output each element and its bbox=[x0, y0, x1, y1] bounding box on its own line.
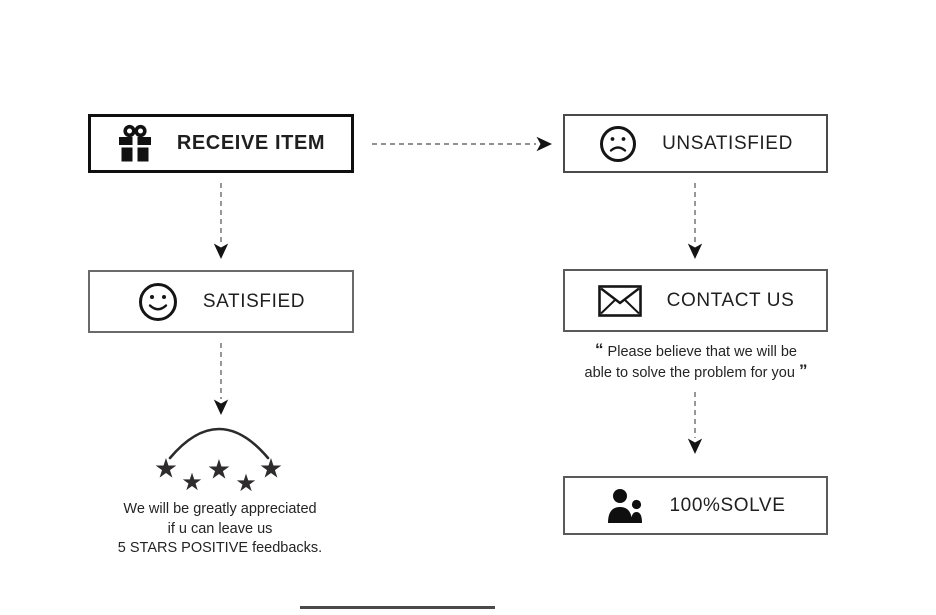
sad-face-icon bbox=[598, 124, 638, 164]
feedback-note-line-1: We will be greatly appreciated bbox=[123, 501, 317, 517]
contact-us-label: CONTACT US bbox=[666, 289, 795, 311]
arrow-contact-to-solve bbox=[687, 392, 703, 454]
unsatisfied-label: UNSATISFIED bbox=[662, 132, 793, 154]
arrow-receive-to-unsatisfied bbox=[372, 136, 552, 152]
solve-box: 100%SOLVE bbox=[563, 476, 828, 535]
solve-label: 100%SOLVE bbox=[669, 494, 786, 516]
open-quote-mark: “ bbox=[595, 340, 604, 359]
star-icon: ★ bbox=[258, 453, 284, 484]
bottom-divider-bar bbox=[300, 606, 495, 609]
star-icon: ★ bbox=[181, 469, 203, 496]
unsatisfied-box: UNSATISFIED bbox=[563, 114, 828, 173]
arrow-receive-to-satisfied bbox=[213, 183, 229, 259]
contact-quote: “ Please believe that we will be able to… bbox=[545, 340, 847, 383]
receive-item-box: RECEIVE ITEM bbox=[88, 114, 354, 173]
quote-line-2: able to solve the problem for you ” bbox=[584, 361, 808, 381]
quote-line-1: “ Please believe that we will be bbox=[595, 340, 797, 360]
customers-icon bbox=[606, 487, 646, 525]
contact-us-box: CONTACT US bbox=[563, 269, 828, 332]
star-icon: ★ bbox=[153, 453, 179, 484]
arrow-satisfied-to-stars bbox=[213, 343, 229, 415]
gift-icon bbox=[117, 123, 153, 165]
smiley-face-icon bbox=[137, 281, 179, 323]
satisfied-box: SATISFIED bbox=[88, 270, 354, 333]
close-quote-mark: ” bbox=[798, 361, 808, 380]
arrow-unsatisfied-to-contact bbox=[687, 183, 703, 259]
satisfied-label: SATISFIED bbox=[202, 290, 306, 312]
feedback-note: We will be greatly appreciated if u can … bbox=[70, 500, 370, 559]
star-icon: ★ bbox=[235, 470, 257, 497]
receive-item-label: RECEIVE ITEM bbox=[176, 132, 326, 154]
feedback-note-line-3: 5 STARS POSITIVE feedbacks. bbox=[117, 540, 323, 556]
feedback-note-line-2: if u can leave us bbox=[167, 520, 273, 537]
envelope-icon bbox=[597, 284, 643, 318]
star-icon: ★ bbox=[206, 454, 232, 485]
